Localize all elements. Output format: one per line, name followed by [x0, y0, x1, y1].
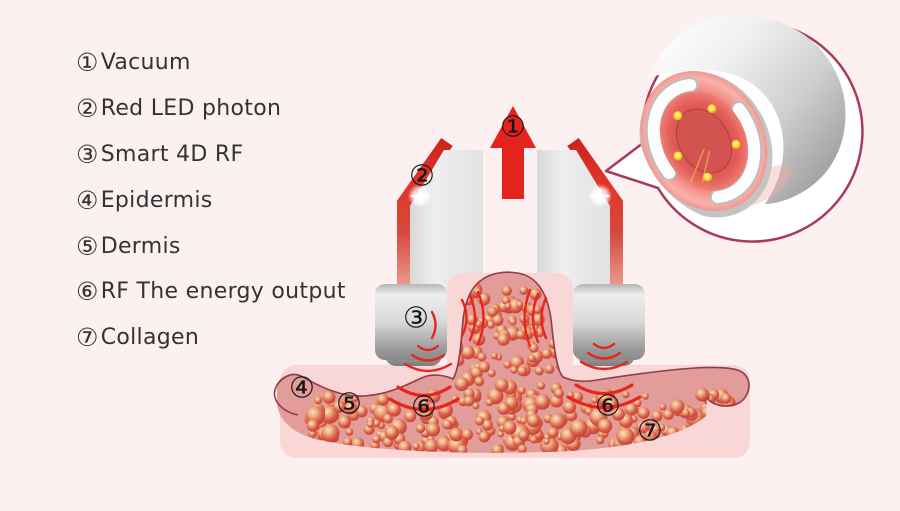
- legend-label: Epidermis: [100, 187, 213, 213]
- device-dome: [648, 14, 846, 205]
- circled-number: ⑦: [76, 323, 99, 353]
- dermis-layer: [273, 271, 750, 453]
- device-body-right: [537, 150, 610, 292]
- rf-device-head-render: [639, 14, 846, 218]
- sparkle-glints: [408, 184, 612, 208]
- rf-energy-waves: [388, 288, 642, 411]
- red-led-edge-right: [567, 137, 623, 294]
- metal-crescent-bottom: [711, 103, 761, 204]
- ripples-under-left-roller: [403, 344, 453, 373]
- energy-arcs-left: [388, 385, 460, 411]
- legend-label: Red LED photon: [100, 96, 282, 122]
- ripples-under-right-roller: [579, 342, 629, 371]
- circled-number: ④: [76, 185, 99, 215]
- marker-red-led: ②: [409, 158, 435, 193]
- circled-number: ⑥: [76, 277, 99, 307]
- marker-smart-rf: ③: [403, 300, 429, 335]
- legend-label: Vacuum: [100, 50, 191, 76]
- collagen-dots: [297, 281, 741, 453]
- led-ring: [639, 71, 773, 218]
- marker-epidermis: ④: [289, 370, 315, 405]
- marker-vacuum: ①: [500, 109, 526, 144]
- legend-label: Dermis: [100, 233, 181, 259]
- circled-number: ③: [76, 139, 99, 169]
- led-dots: [673, 104, 741, 182]
- metal-crescent-top: [647, 78, 697, 179]
- marker-collagen: ⑦: [637, 413, 663, 448]
- rf-roller-right: [573, 284, 645, 366]
- marker-dermis: ⑤: [336, 386, 362, 421]
- marker-energy-left: ⑥: [411, 389, 437, 424]
- legend-label: RF The energy output: [100, 279, 346, 305]
- energy-arcs-in-column: [430, 288, 548, 348]
- dermis-outline: [273, 271, 750, 416]
- cavity: [675, 108, 733, 174]
- circled-number: ⑤: [76, 231, 99, 261]
- energy-arcs-right: [566, 383, 642, 409]
- red-led-edge-left: [397, 137, 453, 294]
- marker-energy-right: ⑥: [595, 388, 621, 423]
- vacuum-up-arrow: [490, 106, 536, 199]
- legend-label: Smart 4D RF: [100, 141, 244, 167]
- device-left-half: [397, 137, 483, 294]
- device-body-left: [410, 150, 483, 292]
- legend-label: Collagen: [100, 325, 200, 351]
- inset-bubble: [604, 14, 864, 243]
- circled-number: ①: [76, 48, 99, 78]
- circled-number: ②: [76, 94, 99, 124]
- device-right-half: [537, 137, 623, 294]
